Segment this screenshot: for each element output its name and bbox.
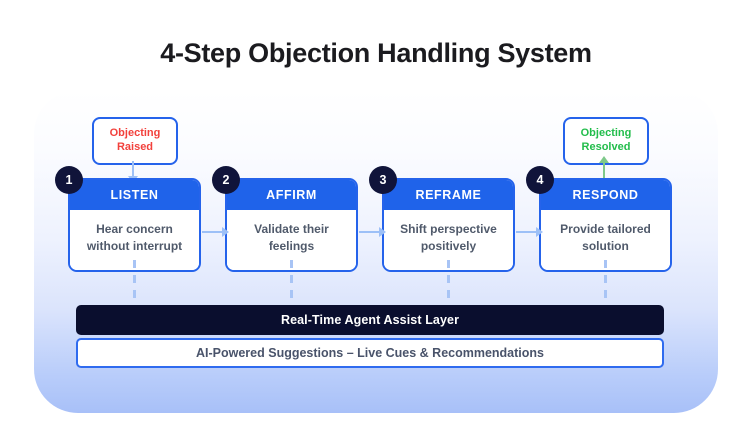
arrow-head-up-icon xyxy=(599,156,609,163)
objection-resolved-line1: Objecting xyxy=(580,127,632,140)
step-badge-3: 3 xyxy=(369,166,397,194)
arrow-start-to-listen xyxy=(128,161,138,183)
dashed-connector-affirm xyxy=(290,260,293,306)
objection-raised-line1: Objecting xyxy=(109,127,161,140)
step-header-affirm: AFFIRM xyxy=(227,180,356,210)
arrow-affirm-to-reframe-icon xyxy=(359,227,386,237)
step-body-reframe: Shift perspective positively xyxy=(384,210,513,270)
arrow-listen-to-affirm-icon xyxy=(202,227,229,237)
step-badge-4: 4 xyxy=(526,166,554,194)
step-header-listen: LISTEN xyxy=(70,180,199,210)
step-badge-1: 1 xyxy=(55,166,83,194)
objection-raised-line2: Raised xyxy=(116,141,154,153)
step-body-listen: Hear concern without interrupt xyxy=(70,210,199,270)
objection-raised-node: Objecting Raised xyxy=(92,117,178,165)
step-badge-2: 2 xyxy=(212,166,240,194)
dashed-connector-reframe xyxy=(447,260,450,306)
arrow-reframe-to-respond-icon xyxy=(516,227,543,237)
step-body-respond: Provide tailored solution xyxy=(541,210,670,270)
arrow-respond-to-resolved xyxy=(599,156,609,178)
step-card-affirm[interactable]: AFFIRM Validate their feelings xyxy=(225,178,358,272)
objection-resolved-line2: Resolved xyxy=(581,141,631,153)
page-title: 4-Step Objection Handling System xyxy=(160,38,592,68)
step-card-listen[interactable]: LISTEN Hear concern without interrupt xyxy=(68,178,201,272)
step-header-reframe: REFRAME xyxy=(384,180,513,210)
step-header-respond: RESPOND xyxy=(541,180,670,210)
dashed-connector-respond xyxy=(604,260,607,306)
dashed-connector-listen xyxy=(133,260,136,306)
assist-layer-subbar: AI-Powered Suggestions – Live Cues & Rec… xyxy=(76,338,664,368)
assist-layer-bar: Real-Time Agent Assist Layer xyxy=(76,305,664,335)
step-body-affirm: Validate their feelings xyxy=(227,210,356,270)
step-card-respond[interactable]: RESPOND Provide tailored solution xyxy=(539,178,672,272)
step-card-reframe[interactable]: REFRAME Shift perspective positively xyxy=(382,178,515,272)
